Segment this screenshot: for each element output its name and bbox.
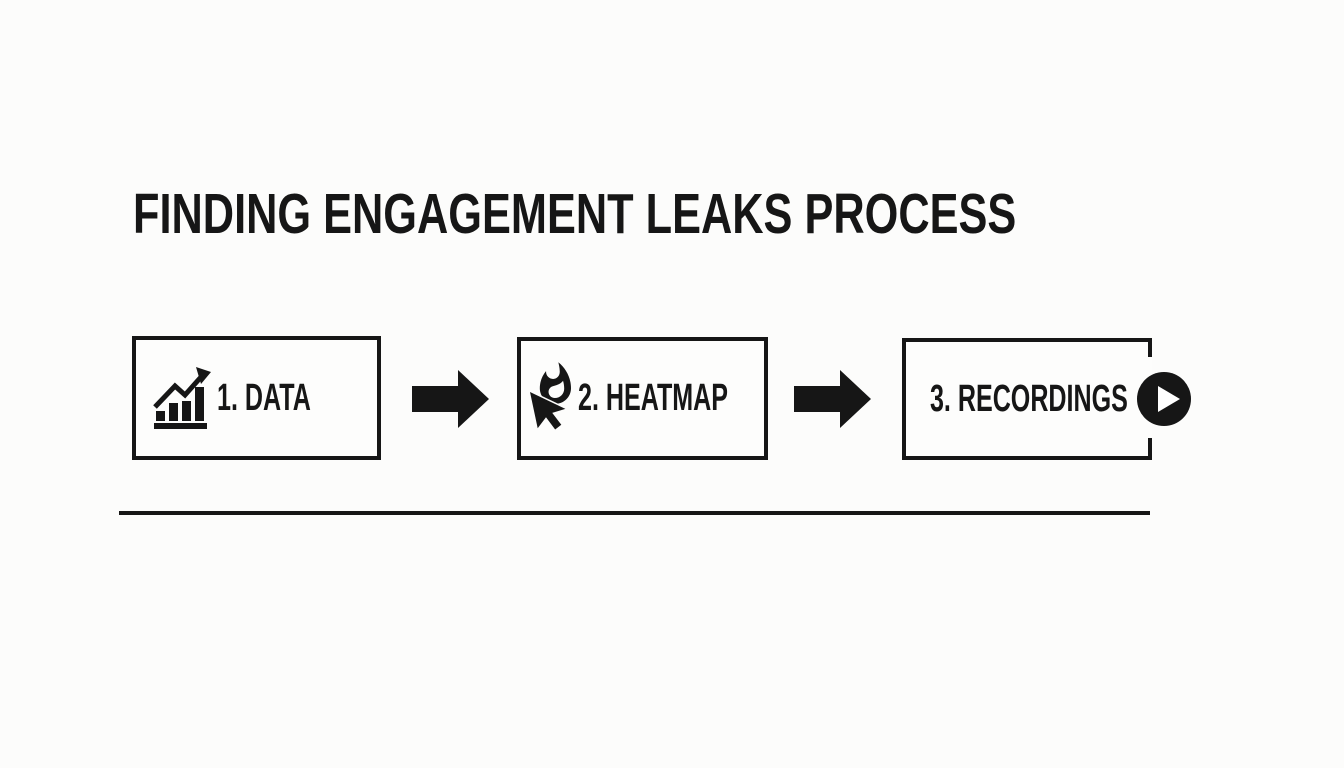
page-title: FINDING ENGAGEMENT LEAKS PROCESS <box>133 182 1017 246</box>
play-button[interactable] <box>1137 372 1191 426</box>
border-gap-segment <box>1148 438 1152 460</box>
flow-arrow-icon <box>412 370 489 428</box>
step-box-recordings: 3. RECORDINGS <box>902 338 1152 460</box>
divider-line <box>119 511 1150 515</box>
flame-cursor-icon <box>528 361 571 432</box>
step-box-data: 1. DATA <box>132 336 381 460</box>
border-gap-segment <box>1148 338 1152 357</box>
step-label: 3. RECORDINGS <box>930 377 1128 420</box>
bar-chart-growth-icon <box>153 367 211 429</box>
play-icon <box>1158 386 1180 412</box>
step-label: 2. HEATMAP <box>578 377 729 419</box>
step-box-heatmap: 2. HEATMAP <box>517 337 768 460</box>
flow-arrow-icon <box>794 370 871 428</box>
step-label: 1. DATA <box>217 376 311 419</box>
